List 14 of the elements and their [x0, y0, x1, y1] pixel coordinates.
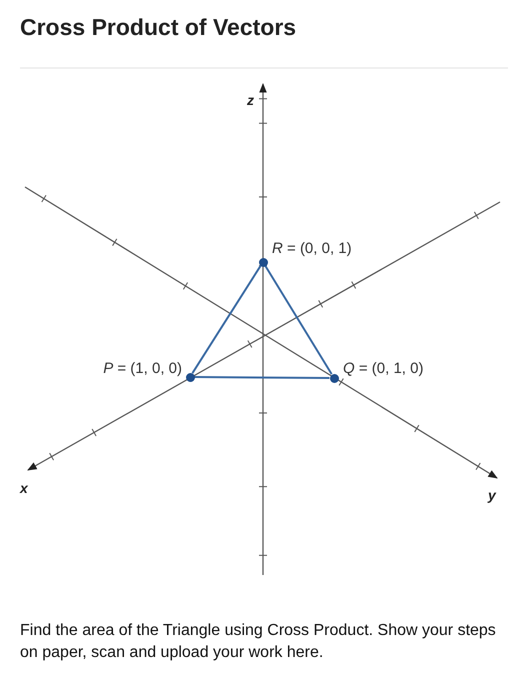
triangle-side [192, 265, 262, 374]
axis-label: z [247, 92, 254, 108]
point-marker [330, 374, 338, 382]
title: Cross Product of Vectors [20, 14, 296, 41]
point-label: Q = (0, 1, 0) [343, 360, 424, 377]
point-label: P = (1, 0, 0) [103, 360, 182, 377]
triangle-side [264, 265, 332, 375]
point-marker [186, 372, 194, 382]
caption: Find the area of the Triangle using Cross Product. Show your steps on paper, scan and upload your work here. [20, 621, 497, 663]
triangle-side [194, 376, 330, 379]
axis-label: x [20, 480, 28, 496]
point-label: R = (0, 0, 1) [272, 240, 352, 257]
point-marker [258, 258, 268, 266]
axis-label: y [488, 487, 496, 503]
